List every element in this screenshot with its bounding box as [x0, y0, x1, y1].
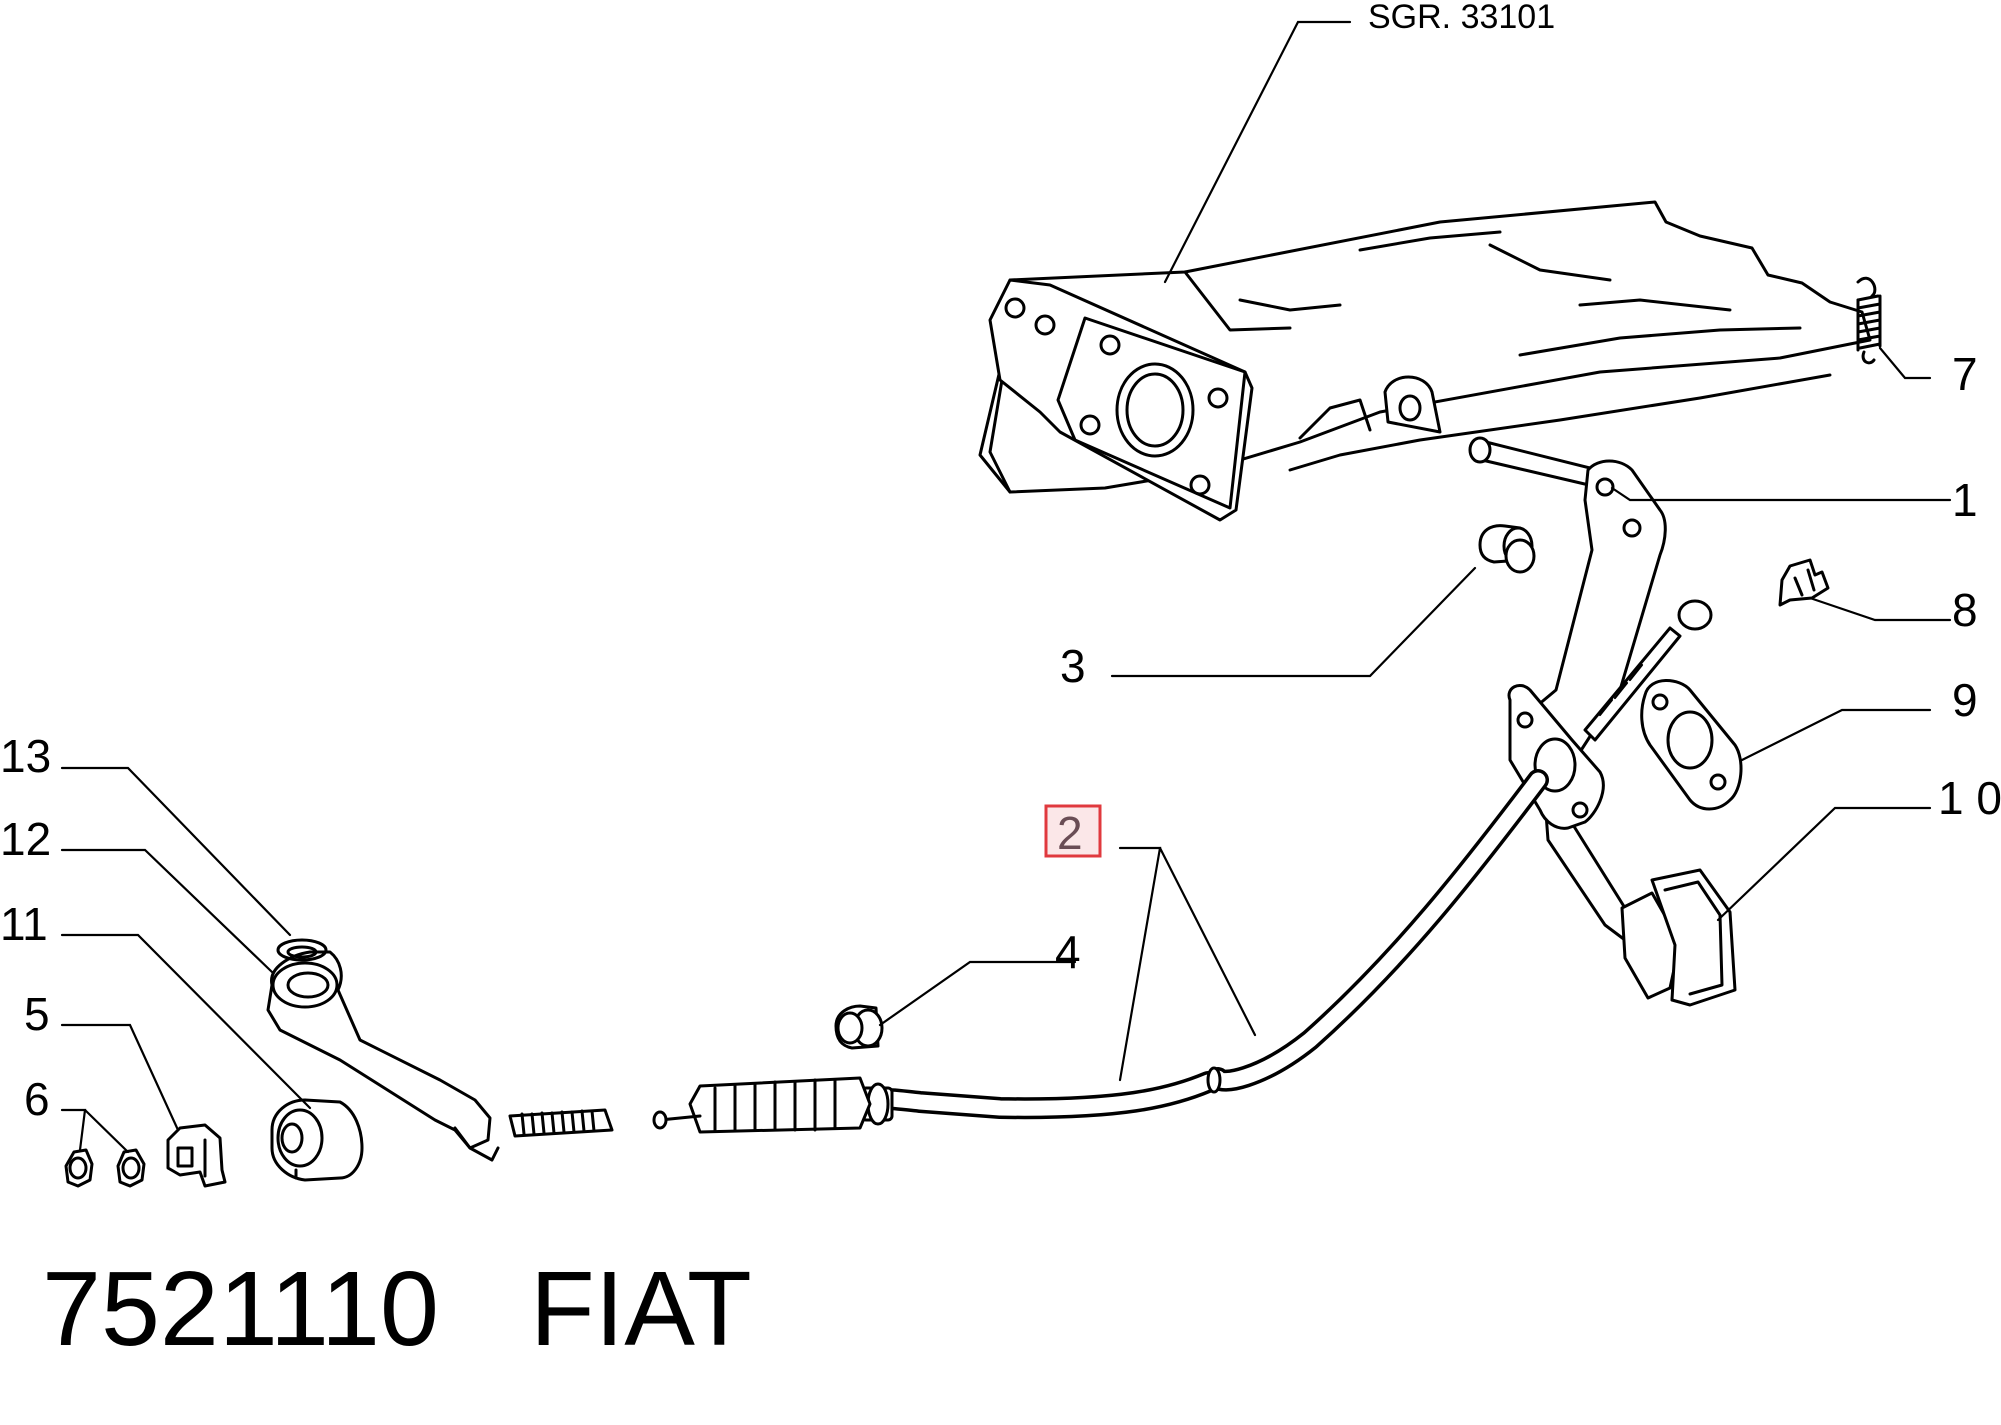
label-5: 5: [24, 988, 50, 1040]
clip-8: [1778, 558, 1830, 607]
body-panel-assembly: [978, 200, 1872, 522]
label-2-highlighted: 2: [1057, 807, 1083, 859]
bushing-3: [1478, 524, 1536, 574]
part-number: 7521110: [42, 1250, 439, 1368]
circlip: [276, 938, 328, 962]
label-10: 1 0: [1938, 772, 2001, 824]
clutch-cable: [508, 769, 1549, 1138]
nut-6b: [116, 1148, 146, 1188]
brand-name: FIAT: [530, 1250, 752, 1368]
clip-5: [166, 1123, 227, 1188]
gasket-9: [1640, 679, 1743, 811]
label-4: 4: [1055, 926, 1081, 978]
label-3: 3: [1060, 640, 1086, 692]
label-12: 12: [0, 813, 51, 865]
return-spring: [1856, 276, 1882, 365]
push-rod: [1583, 599, 1713, 742]
bushing-11: [270, 1098, 364, 1182]
leader-lines: [60, 20, 1952, 1154]
highlight-box: [1044, 804, 1102, 858]
pedal-pad-cover: [1650, 868, 1737, 1007]
reference-label: SGR. 33101: [1368, 0, 1555, 36]
label-11: 11: [0, 898, 48, 950]
label-6: 6: [24, 1073, 50, 1125]
nut-6a: [64, 1148, 94, 1188]
release-lever: [266, 950, 500, 1162]
label-8: 8: [1952, 584, 1978, 636]
label-7: 7: [1952, 348, 1978, 400]
label-1: 1: [1952, 474, 1978, 526]
label-13: 13: [0, 730, 51, 782]
label-9: 9: [1952, 674, 1978, 726]
grommet-4: [834, 1004, 884, 1050]
